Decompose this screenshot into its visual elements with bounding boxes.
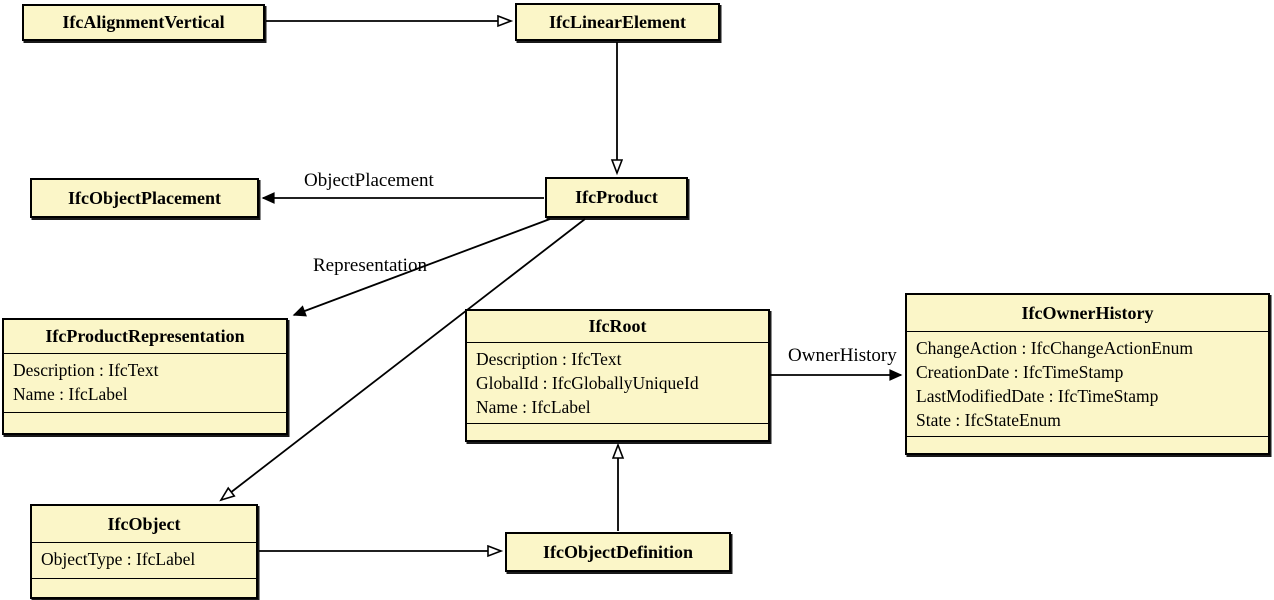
class-title: IfcAlignmentVertical bbox=[62, 12, 225, 32]
class-attributes: Description : IfcText GlobalId : IfcGlob… bbox=[467, 342, 768, 423]
class-attributes: Description : IfcText Name : IfcLabel bbox=[4, 353, 286, 412]
edge-label-ownerhistory: OwnerHistory bbox=[788, 345, 897, 366]
class-box-ifcownerhistory: IfcOwnerHistory ChangeAction : IfcChange… bbox=[905, 293, 1270, 455]
class-empty-compartment bbox=[467, 423, 768, 441]
class-title: IfcProduct bbox=[575, 187, 658, 207]
class-attribute: CreationDate : IfcTimeStamp bbox=[916, 362, 1124, 382]
class-title: IfcOwnerHistory bbox=[1021, 302, 1154, 323]
class-attribute: Description : IfcText bbox=[476, 349, 622, 369]
class-attribute: Description : IfcText bbox=[13, 360, 159, 380]
class-attribute: ChangeAction : IfcChangeActionEnum bbox=[916, 338, 1194, 358]
class-title: IfcProductRepresentation bbox=[45, 326, 245, 346]
class-attribute: Name : IfcLabel bbox=[13, 384, 128, 404]
class-attribute: Name : IfcLabel bbox=[476, 397, 591, 417]
class-title: IfcObjectDefinition bbox=[543, 541, 693, 562]
class-title: IfcObjectPlacement bbox=[68, 187, 221, 208]
class-attribute: LastModifiedDate : IfcTimeStamp bbox=[916, 386, 1159, 406]
class-box-ifcproduct: IfcProduct bbox=[545, 177, 688, 218]
class-box-ifcobjectplacement: IfcObjectPlacement bbox=[30, 178, 259, 218]
class-box-ifcproductrepresentation: IfcProductRepresentation Description : I… bbox=[2, 318, 288, 435]
class-attributes: ChangeAction : IfcChangeActionEnum Creat… bbox=[907, 331, 1268, 436]
class-attribute: ObjectType : IfcLabel bbox=[41, 549, 196, 569]
class-box-ifcobjectdefinition: IfcObjectDefinition bbox=[505, 532, 731, 572]
edge-label-representation: Representation bbox=[313, 255, 427, 276]
class-title: IfcObject bbox=[107, 513, 181, 534]
class-box-ifcroot: IfcRoot Description : IfcText GlobalId :… bbox=[465, 309, 770, 442]
class-title: IfcRoot bbox=[588, 316, 647, 336]
class-box-ifcalignmentvertical: IfcAlignmentVertical bbox=[22, 4, 265, 41]
class-attribute: GlobalId : IfcGloballyUniqueId bbox=[476, 373, 699, 393]
class-attribute: State : IfcStateEnum bbox=[916, 410, 1061, 430]
class-attributes: ObjectType : IfcLabel bbox=[32, 542, 256, 578]
edge-label-objectplacement: ObjectPlacement bbox=[304, 170, 434, 191]
class-empty-compartment bbox=[32, 578, 256, 597]
class-empty-compartment bbox=[907, 436, 1268, 453]
class-box-ifclinearelement: IfcLinearElement bbox=[515, 3, 720, 41]
class-empty-compartment bbox=[4, 412, 286, 433]
class-title: IfcLinearElement bbox=[549, 11, 686, 32]
class-box-ifcobject: IfcObject ObjectType : IfcLabel bbox=[30, 504, 258, 599]
